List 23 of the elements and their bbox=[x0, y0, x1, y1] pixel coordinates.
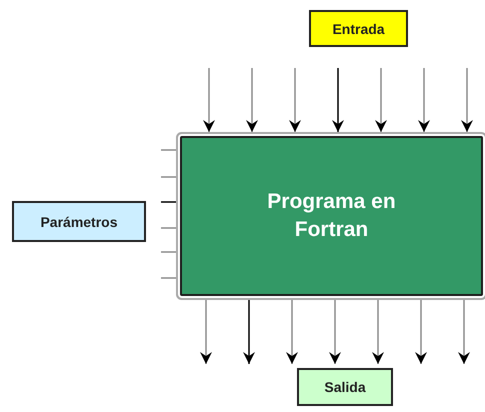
output-box: Salida bbox=[297, 368, 393, 406]
arrow bbox=[203, 68, 215, 132]
arrow bbox=[372, 300, 384, 364]
arrow bbox=[246, 68, 258, 132]
arrow bbox=[289, 68, 301, 132]
arrow bbox=[461, 68, 473, 132]
arrow bbox=[375, 68, 387, 132]
connector-line bbox=[161, 277, 176, 279]
arrow bbox=[458, 300, 470, 364]
connector-line bbox=[161, 227, 176, 229]
arrow bbox=[332, 68, 344, 132]
arrow bbox=[286, 300, 298, 364]
connector-line bbox=[161, 176, 176, 178]
arrow bbox=[418, 68, 430, 132]
input-box: Entrada bbox=[309, 10, 408, 47]
connector-line bbox=[161, 149, 176, 151]
parameters-box: Parámetros bbox=[12, 201, 146, 242]
arrow bbox=[329, 300, 341, 364]
connector-line bbox=[161, 251, 176, 253]
connector-line bbox=[161, 201, 176, 203]
arrow bbox=[243, 300, 255, 364]
arrow bbox=[200, 300, 212, 364]
arrow bbox=[415, 300, 427, 364]
